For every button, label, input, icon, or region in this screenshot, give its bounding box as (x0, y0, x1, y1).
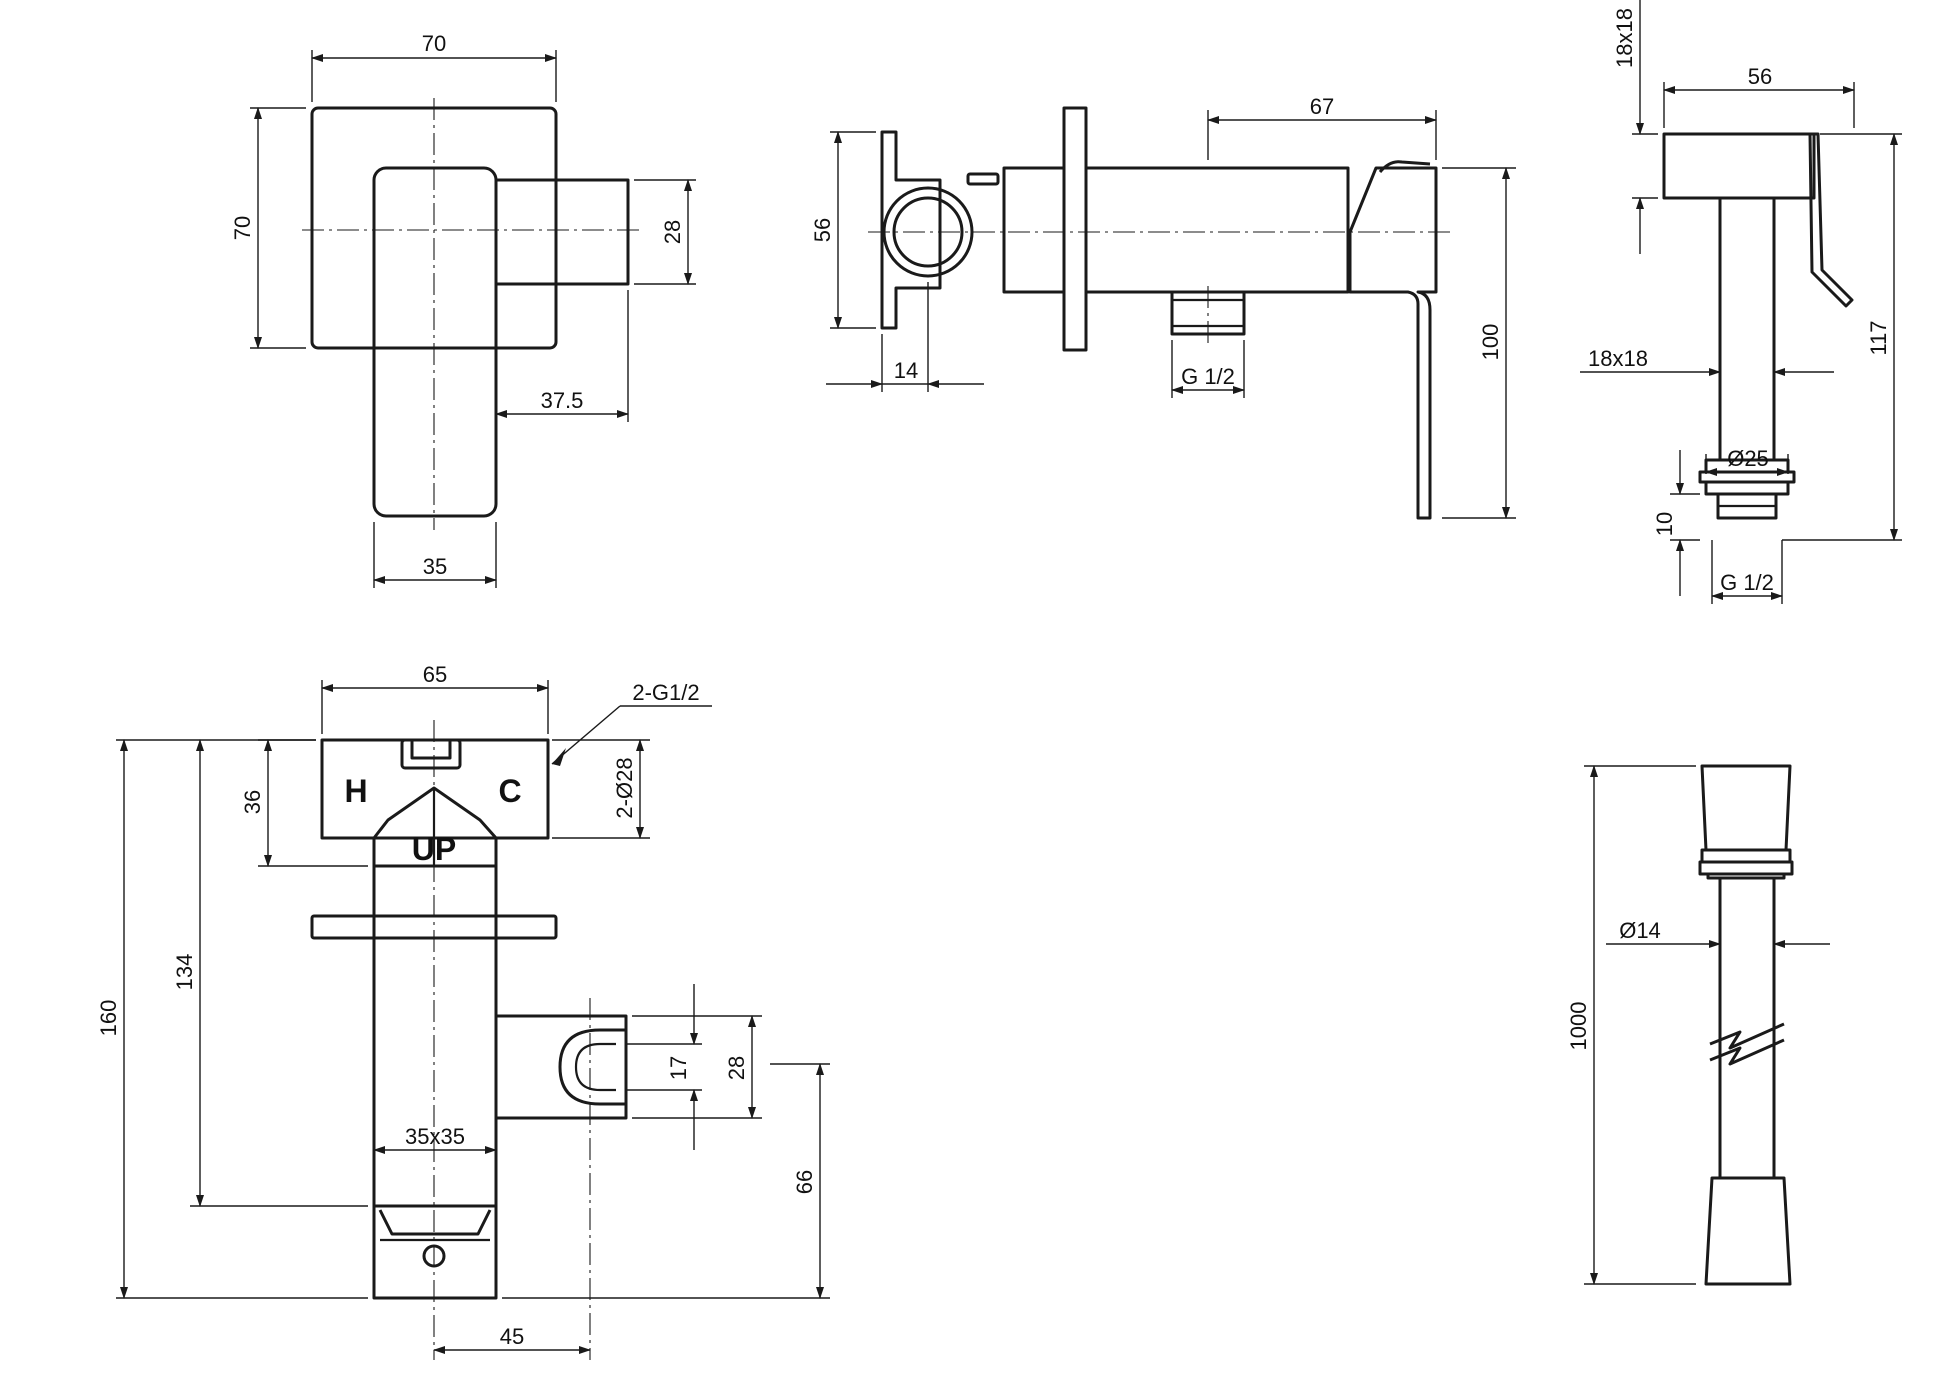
dim-hand-height: 117 (1866, 320, 1891, 355)
dim-top-body: 35 (423, 554, 447, 579)
dim-hand-stem: 18x18 (1588, 346, 1648, 371)
dim-valve-total: 160 (96, 1000, 121, 1037)
dim-valve-top: 65 (423, 662, 447, 687)
dim-side-length: 67 (1310, 94, 1334, 119)
mark-up: UP (412, 831, 456, 867)
side-view (826, 106, 1516, 520)
dim-valve-box: 36 (240, 790, 265, 814)
dim-hand-width: 56 (1748, 64, 1772, 89)
dim-top-width: 70 (422, 31, 446, 56)
dim-valve-holder-height: 66 (792, 1170, 817, 1194)
valve-view (116, 680, 830, 1360)
dim-hand-head: 18x18 (1612, 8, 1637, 68)
mark-hot: H (344, 773, 367, 809)
dim-side-flange: 56 (810, 218, 835, 242)
dim-valve-holder-inner: 17 (666, 1056, 691, 1080)
dim-valve-body: 134 (172, 954, 197, 991)
dimension-labels: 70 70 28 37.5 35 56 14 67 100 G 1/2 18x1… (96, 8, 1891, 1349)
dim-top-height: 70 (230, 216, 255, 240)
handshower-view (1580, 0, 1902, 604)
dim-hand-thread: G 1/2 (1720, 570, 1774, 595)
dim-valve-inlet-dia: 2-Ø28 (612, 757, 637, 818)
dim-hand-nut: 10 (1652, 512, 1677, 536)
front-view (250, 50, 696, 588)
dim-side-offset: 14 (894, 358, 918, 383)
dim-hose-length: 1000 (1566, 1002, 1591, 1051)
dim-valve-holder-outer: 28 (724, 1056, 749, 1080)
dim-side-handle: 100 (1478, 324, 1503, 361)
mark-cold: C (498, 773, 521, 809)
dim-top-depth: 37.5 (541, 388, 584, 413)
hose-view (1584, 764, 1830, 1286)
dim-valve-holder-offset: 45 (500, 1324, 524, 1349)
dim-hose-diameter: Ø14 (1619, 918, 1661, 943)
dim-hand-diameter: Ø25 (1727, 446, 1769, 471)
dim-side-thread: G 1/2 (1181, 364, 1235, 389)
dim-top-outlet: 28 (660, 220, 685, 244)
dim-valve-inlets: 2-G1/2 (632, 680, 699, 705)
dim-valve-section: 35x35 (405, 1124, 465, 1149)
